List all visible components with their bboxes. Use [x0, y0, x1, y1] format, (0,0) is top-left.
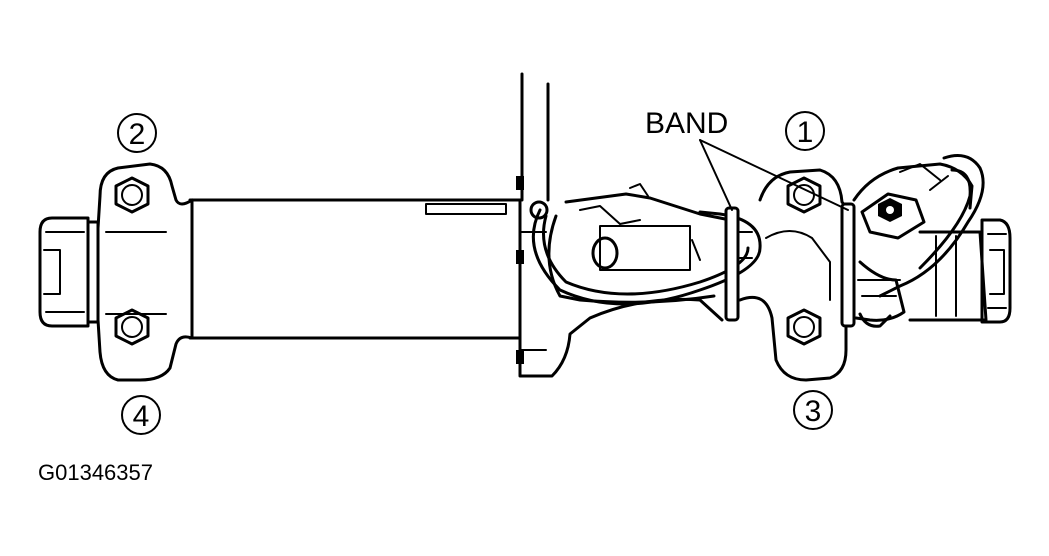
band-clamp-right [840, 202, 856, 328]
callout-4-text: 4 [133, 400, 150, 433]
band-clamp-left [724, 206, 753, 322]
callout-3: 3 [793, 390, 833, 430]
bolt-4 [114, 308, 150, 346]
valve-assembly [852, 154, 1012, 328]
callout-1: 1 [785, 111, 825, 151]
right-mounting-housing [738, 168, 852, 382]
figure-code: G01346357 [38, 460, 153, 485]
callout-1-text: 1 [797, 116, 814, 149]
bolt-icon [786, 176, 822, 214]
left-mounting-housing [96, 162, 194, 382]
callout-4: 4 [121, 395, 161, 435]
bolt-3 [786, 308, 822, 346]
bolt-icon [114, 308, 150, 346]
callout-2-text: 2 [129, 118, 146, 151]
callout-2: 2 [117, 113, 157, 153]
band-leader-lines [699, 139, 849, 211]
vertical-lines [520, 72, 550, 202]
rack-tube [188, 198, 522, 340]
band-label: BAND [645, 107, 728, 140]
bolt-icon [786, 308, 822, 346]
left-end-fitting [38, 216, 100, 328]
callout-3-text: 3 [805, 395, 822, 428]
gear-housing [516, 176, 732, 378]
bolt-2 [114, 176, 150, 214]
bolt-icon [114, 176, 150, 214]
